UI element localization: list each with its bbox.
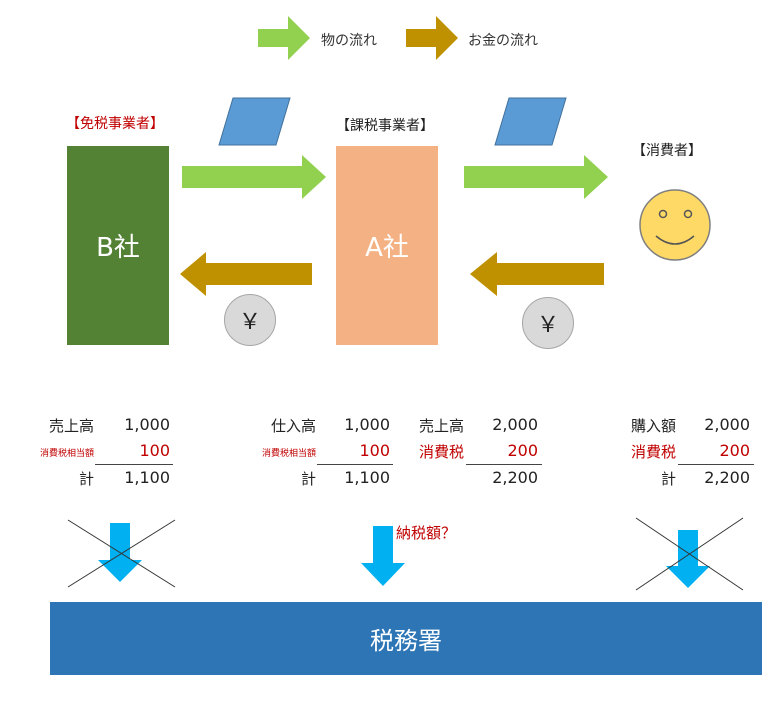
- consumer-total-line: [678, 464, 754, 465]
- consumer-total-value: 2,200: [704, 468, 750, 487]
- tax-office-box: 税務署: [50, 602, 762, 675]
- consumer-purchase-value: 2,000: [704, 415, 750, 434]
- a-purchase-value: 1,000: [344, 415, 390, 434]
- smiley-icon: [639, 189, 711, 261]
- consumer-tax-value: 200: [719, 441, 750, 460]
- payment-arrow-consumer: [666, 530, 710, 588]
- b-tax-label: 消費税相当額: [39, 449, 94, 459]
- legend-goods-arrow: [258, 16, 310, 60]
- a-purchase-tax-value: 100: [359, 441, 390, 460]
- tax-amount-question: 納税額？: [396, 524, 457, 542]
- goods-icon-b-to-a: [218, 97, 291, 146]
- b-tax-value: 100: [139, 441, 170, 460]
- a-sales-total-value: 2,200: [492, 468, 538, 487]
- a-sales-tax-value: 200: [507, 441, 538, 460]
- payment-arrow-a: [361, 526, 405, 586]
- b-total-line: [95, 464, 173, 465]
- consumer-purchase-label: 購入額: [630, 417, 676, 435]
- goods-icon-a-to-consumer: [494, 97, 567, 146]
- b-total-label: 計: [78, 470, 94, 488]
- b-sales-label: 売上高: [48, 417, 94, 435]
- consumer-role: 【消費者】: [632, 143, 702, 159]
- goods-arrow-b-to-a: [182, 155, 326, 199]
- a-sales-label: 売上高: [418, 417, 464, 435]
- yen-coin-a: ￥: [522, 297, 574, 349]
- consumer-tax-label: 消費税: [630, 443, 676, 461]
- b-company-box: B社: [67, 146, 169, 345]
- a-purchase-label: 仕入高: [270, 417, 316, 435]
- a-sales-total-line: [466, 464, 542, 465]
- cross-mark-consumer: [635, 517, 744, 591]
- b-company-role: 【免税事業者】: [66, 116, 164, 132]
- goods-arrow-a-to-consumer: [464, 155, 608, 199]
- a-purchase-total-value: 1,100: [344, 468, 390, 487]
- a-purchase-total-line: [317, 464, 393, 465]
- a-purchase-tax-label: 消費税相当額: [261, 449, 316, 459]
- b-total-value: 1,100: [124, 468, 170, 487]
- money-arrow-consumer-to-a: [470, 252, 604, 296]
- tax-office-name: 税務署: [370, 627, 442, 655]
- a-sales-tax-label: 消費税: [418, 443, 464, 461]
- legend-goods-label: 物の流れ: [321, 33, 377, 49]
- a-sales-value: 2,000: [492, 415, 538, 434]
- legend-money-arrow: [406, 16, 458, 60]
- legend-money-label: お金の流れ: [468, 33, 538, 49]
- a-purchase-total-label: 計: [300, 470, 316, 488]
- money-arrow-a-to-b: [180, 252, 312, 296]
- cross-mark-b: [67, 519, 176, 588]
- b-sales-value: 1,000: [124, 415, 170, 434]
- b-company-name: B社: [96, 233, 140, 263]
- a-company-role: 【課税事業者】: [336, 118, 434, 134]
- a-company-name: A社: [365, 233, 409, 263]
- consumer-total-label: 計: [660, 470, 676, 488]
- a-company-box: A社: [336, 146, 438, 345]
- yen-coin-b: ￥: [224, 294, 276, 346]
